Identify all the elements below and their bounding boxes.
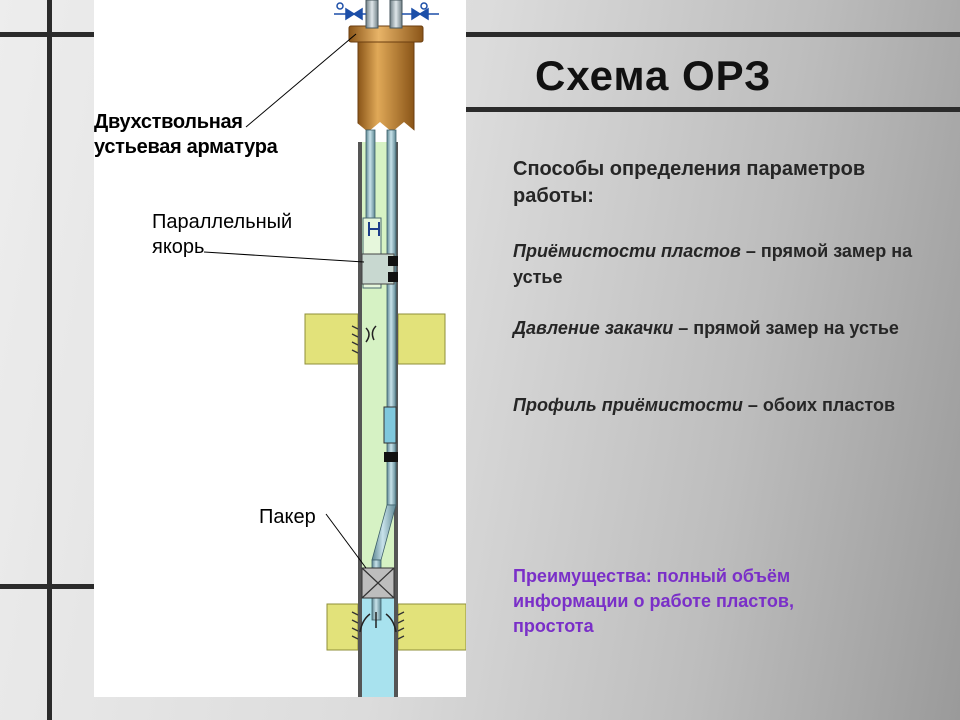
method-term: Приёмистости пластов bbox=[513, 241, 741, 261]
method-term: Давление закачки bbox=[513, 318, 674, 338]
short-tubing-handle bbox=[368, 222, 380, 236]
lower-formation-right bbox=[397, 603, 466, 651]
label-packer: Пакер bbox=[259, 506, 316, 528]
label-parallel-anchor: Параллельный якорь bbox=[152, 211, 293, 258]
anchor-slip-top bbox=[388, 256, 398, 266]
anchor-slip-bottom bbox=[388, 272, 398, 282]
method-term: Профиль приёмистости bbox=[513, 395, 743, 415]
well-diagram-panel: Двухствольная устьевая арматура Параллел… bbox=[94, 0, 466, 697]
wellhead-valves bbox=[334, 2, 439, 21]
upper-formation-left bbox=[304, 313, 359, 365]
upper-formation-right bbox=[397, 313, 446, 365]
frame-line-top-right bbox=[466, 32, 960, 37]
casing-wall-left bbox=[358, 130, 362, 697]
method-item-injectivity: Приёмистости пластов – прямой замер на у… bbox=[513, 241, 913, 287]
slide-title: Схема ОРЗ bbox=[535, 52, 772, 99]
method-item-pressure: Давление закачки – прямой замер на устье bbox=[513, 318, 899, 338]
methods-heading: Способы определения параметров работы: bbox=[513, 158, 866, 207]
regulator-upper bbox=[383, 406, 397, 444]
wellhead-flange bbox=[348, 25, 424, 43]
packer-cross bbox=[361, 567, 395, 599]
frame-line-top-left bbox=[0, 32, 94, 37]
long-tubing-upper bbox=[386, 129, 397, 506]
perforations bbox=[351, 325, 405, 640]
leader-lines bbox=[203, 33, 367, 569]
wellhead-pipe-right bbox=[389, 0, 403, 29]
wellhead-pipe-left bbox=[365, 0, 379, 29]
frame-line-under-title bbox=[466, 107, 960, 112]
flow-arrows bbox=[359, 325, 397, 633]
method-item-profile: Профиль приёмистости – обоих пластов bbox=[513, 395, 896, 415]
advantages-text: Преимущества: полный объём информации о … bbox=[513, 566, 794, 636]
frame-line-bottom-left bbox=[0, 584, 94, 589]
upper-casing bbox=[357, 39, 415, 131]
regulator-collar bbox=[384, 452, 398, 462]
well-schematic bbox=[203, 0, 466, 697]
label-wellhead: Двухствольная устьевая арматура bbox=[94, 111, 278, 158]
frame-line-vertical bbox=[47, 0, 52, 720]
short-tubing-string bbox=[365, 129, 376, 219]
lower-formation-left bbox=[326, 603, 359, 651]
